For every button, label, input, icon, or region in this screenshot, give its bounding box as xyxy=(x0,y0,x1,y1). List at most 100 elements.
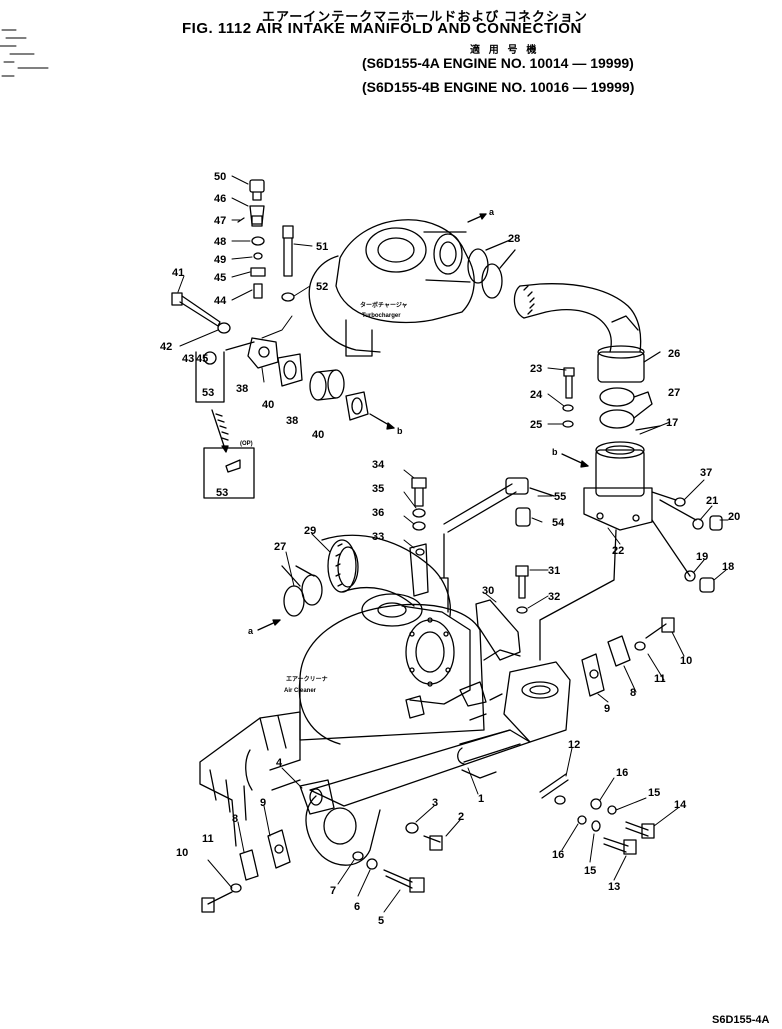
callout-37: 37 xyxy=(700,467,712,479)
bolt-14 xyxy=(625,821,655,839)
plug-18 xyxy=(699,577,715,593)
callout-7: 7 xyxy=(330,885,336,897)
washer-35 xyxy=(412,508,426,518)
air-cleaner-jp-label: エアークリーナ xyxy=(286,675,328,683)
o-rings-28 xyxy=(467,239,516,299)
bracket-group-box xyxy=(195,341,255,403)
callout-21: 21 xyxy=(706,495,718,507)
intake-duct-29 xyxy=(321,534,452,617)
bolt-2 xyxy=(423,835,443,851)
tube-55 xyxy=(443,477,555,533)
clamp-16-lower xyxy=(577,815,587,825)
washer-42 xyxy=(217,322,231,334)
callout-27: 27 xyxy=(668,387,680,399)
callout-48: 48 xyxy=(214,236,226,248)
callout-25: 25 xyxy=(530,419,542,431)
clamp-15-upper xyxy=(607,805,617,815)
air-cleaner xyxy=(298,593,485,745)
plug-20 xyxy=(709,515,723,531)
plate-8-left xyxy=(239,849,259,881)
washer-7 xyxy=(352,851,364,861)
callout-6: 6 xyxy=(354,901,360,913)
bolt-34 xyxy=(411,477,427,507)
callout-41: 41 xyxy=(172,267,184,279)
o-rings-27-upper xyxy=(599,387,653,429)
serial-range-4a: (S6D155-4A ENGINE NO. 10014 — 19999) xyxy=(362,55,634,71)
gasket-9-left xyxy=(267,829,291,869)
japanese-title: エアーインテークマニホールドおよび コネクション xyxy=(262,9,588,24)
bolt-13 xyxy=(603,837,637,855)
callout-8: 8 xyxy=(630,687,636,699)
bolt-10-right xyxy=(645,617,675,639)
callout-12: 12 xyxy=(568,739,580,751)
callout-34: 34 xyxy=(372,459,385,471)
arrow-b-left xyxy=(369,413,395,430)
arrow-a-turbo xyxy=(467,213,487,223)
bolt-41 xyxy=(171,292,221,327)
gasket-40-left xyxy=(277,353,303,387)
callout-44: 44 xyxy=(214,295,227,307)
callout-22: 22 xyxy=(612,545,624,557)
leaders-left xyxy=(177,175,313,383)
callout-36: 36 xyxy=(372,507,384,519)
part-47 xyxy=(237,215,263,227)
washer-11-right xyxy=(634,641,646,651)
callout-43: 43 xyxy=(182,353,194,365)
washer-3 xyxy=(405,822,419,834)
intake-manifold xyxy=(305,661,571,866)
callout-19: 19 xyxy=(696,551,708,563)
callout-33: 33 xyxy=(372,531,384,543)
arrow-label-a-top: a xyxy=(489,207,495,217)
callout-35: 35 xyxy=(372,483,384,495)
arrow-a-cleaner xyxy=(257,619,281,631)
callout-9-left: 9 xyxy=(260,797,266,809)
gasket-9-right xyxy=(581,653,605,697)
callout-45-lower: 45 xyxy=(196,353,208,365)
callout-49: 49 xyxy=(214,254,226,266)
bolt-23 xyxy=(563,367,575,399)
callout-28: 28 xyxy=(508,233,520,245)
washer-25 xyxy=(562,420,574,428)
callout-29: 29 xyxy=(304,525,316,537)
callout-2: 2 xyxy=(458,811,464,823)
callout-16: 16 xyxy=(616,767,628,779)
callout-40: 40 xyxy=(262,399,274,411)
washer-24 xyxy=(562,404,574,412)
callout-30: 30 xyxy=(482,585,494,597)
callout-24: 24 xyxy=(530,389,543,401)
washer-48 xyxy=(251,236,265,246)
washer-52 xyxy=(281,292,295,302)
bracket-30 xyxy=(475,599,521,661)
callout-11: 11 xyxy=(654,673,666,685)
arrow-label-b-left: b xyxy=(397,426,403,436)
o-rings-27-lower xyxy=(281,565,323,617)
callout-11-left: 11 xyxy=(202,833,214,845)
callout-55: 55 xyxy=(554,491,566,503)
callout-31: 31 xyxy=(548,565,560,577)
tube-12 xyxy=(539,773,569,805)
washer-32 xyxy=(516,606,528,614)
callout-17: 17 xyxy=(666,417,678,429)
gasket-4 xyxy=(299,779,335,815)
figure-title: FIG. 1112 AIR INTAKE MANIFOLD AND CONNEC… xyxy=(182,20,582,37)
callout-45: 45 xyxy=(214,272,226,284)
op-box xyxy=(203,447,255,499)
washer-11-left xyxy=(230,883,242,893)
callout-3: 3 xyxy=(432,797,438,809)
callout-38-b: 38 xyxy=(286,415,298,427)
leaders-right xyxy=(207,367,729,913)
engine-block xyxy=(199,649,521,847)
callout-1: 1 xyxy=(478,793,484,805)
elbow-17 xyxy=(583,425,661,531)
callout-52: 52 xyxy=(316,281,328,293)
callout-10: 10 xyxy=(680,655,692,667)
turbocharger xyxy=(308,219,475,357)
bracket-39 xyxy=(247,337,279,369)
fitting-54 xyxy=(515,507,531,527)
clamp-15-lower xyxy=(591,820,601,832)
callout-46: 46 xyxy=(214,193,226,205)
callout-14: 14 xyxy=(674,799,687,811)
stud-53 xyxy=(211,409,229,453)
callout-16-lower: 16 xyxy=(552,849,564,861)
